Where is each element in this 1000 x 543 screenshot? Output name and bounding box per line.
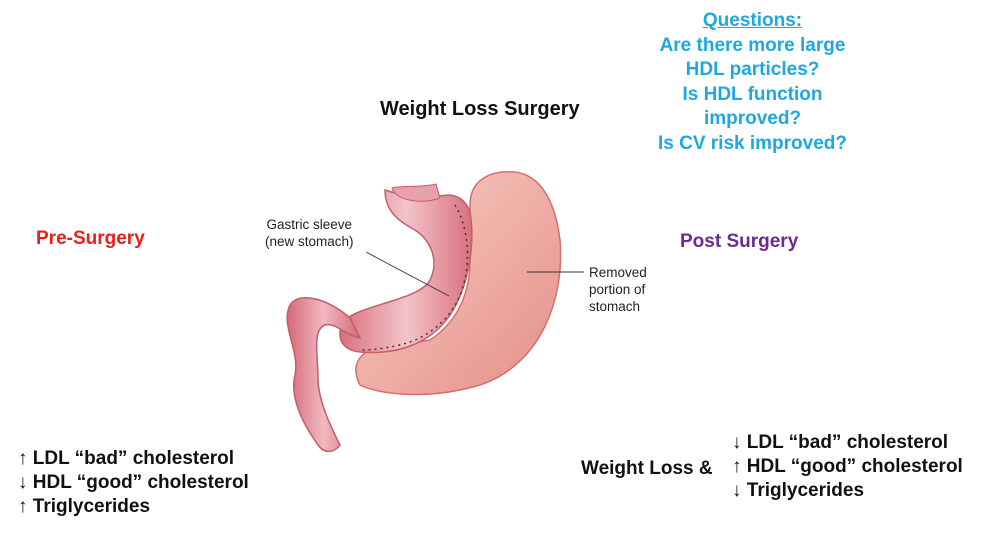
effect-item: ↓ Triglycerides <box>732 480 865 501</box>
removed-portion-callout: Removed portion of stomach <box>589 264 647 315</box>
callout-text: (new stomach) <box>265 234 354 249</box>
gastric-sleeve-callout: Gastric sleeve (new stomach) <box>265 216 354 250</box>
effect-item: ↑ Triglycerides <box>18 496 151 517</box>
effect-item: ↑ LDL “bad” cholesterol <box>18 448 235 469</box>
pre-surgery-effects: ↑ LDL “bad” cholesterol ↓ HDL “good” cho… <box>18 447 249 519</box>
diagram-title: Weight Loss Surgery <box>380 98 580 120</box>
weight-loss-prefix: Weight Loss & <box>581 458 713 479</box>
staple-line <box>361 204 469 351</box>
question-line: HDL particles? <box>685 59 820 80</box>
post-surgery-effects: ↓ LDL “bad” cholesterol ↑ HDL “good” cho… <box>732 431 963 503</box>
question-line: improved? <box>703 108 802 129</box>
effect-item: ↑ HDL “good” cholesterol <box>732 456 963 477</box>
gastric-sleeve-shape <box>339 188 473 354</box>
callout-text: Removed <box>589 265 647 280</box>
effect-item: ↓ LDL “bad” cholesterol <box>732 432 949 453</box>
callout-text: portion of <box>589 282 646 297</box>
callout-text: Gastric sleeve <box>266 217 353 232</box>
question-line: Are there more large <box>659 34 846 56</box>
removed-portion-shape <box>355 171 562 396</box>
esophagus-shape <box>391 183 441 202</box>
sleeve-callout-line <box>365 251 450 297</box>
question-line: Is HDL function <box>682 83 823 105</box>
pre-surgery-label: Pre-Surgery <box>36 228 145 249</box>
post-surgery-label: Post Surgery <box>680 231 799 252</box>
questions-block: Questions: Are there more large HDL part… <box>610 9 895 156</box>
question-line: Is CV risk improved? <box>657 132 847 154</box>
duodenum-shape <box>286 296 362 453</box>
callout-text: stomach <box>589 299 641 314</box>
effect-item: ↓ HDL “good” cholesterol <box>18 472 249 493</box>
questions-heading: Questions: <box>702 10 803 31</box>
